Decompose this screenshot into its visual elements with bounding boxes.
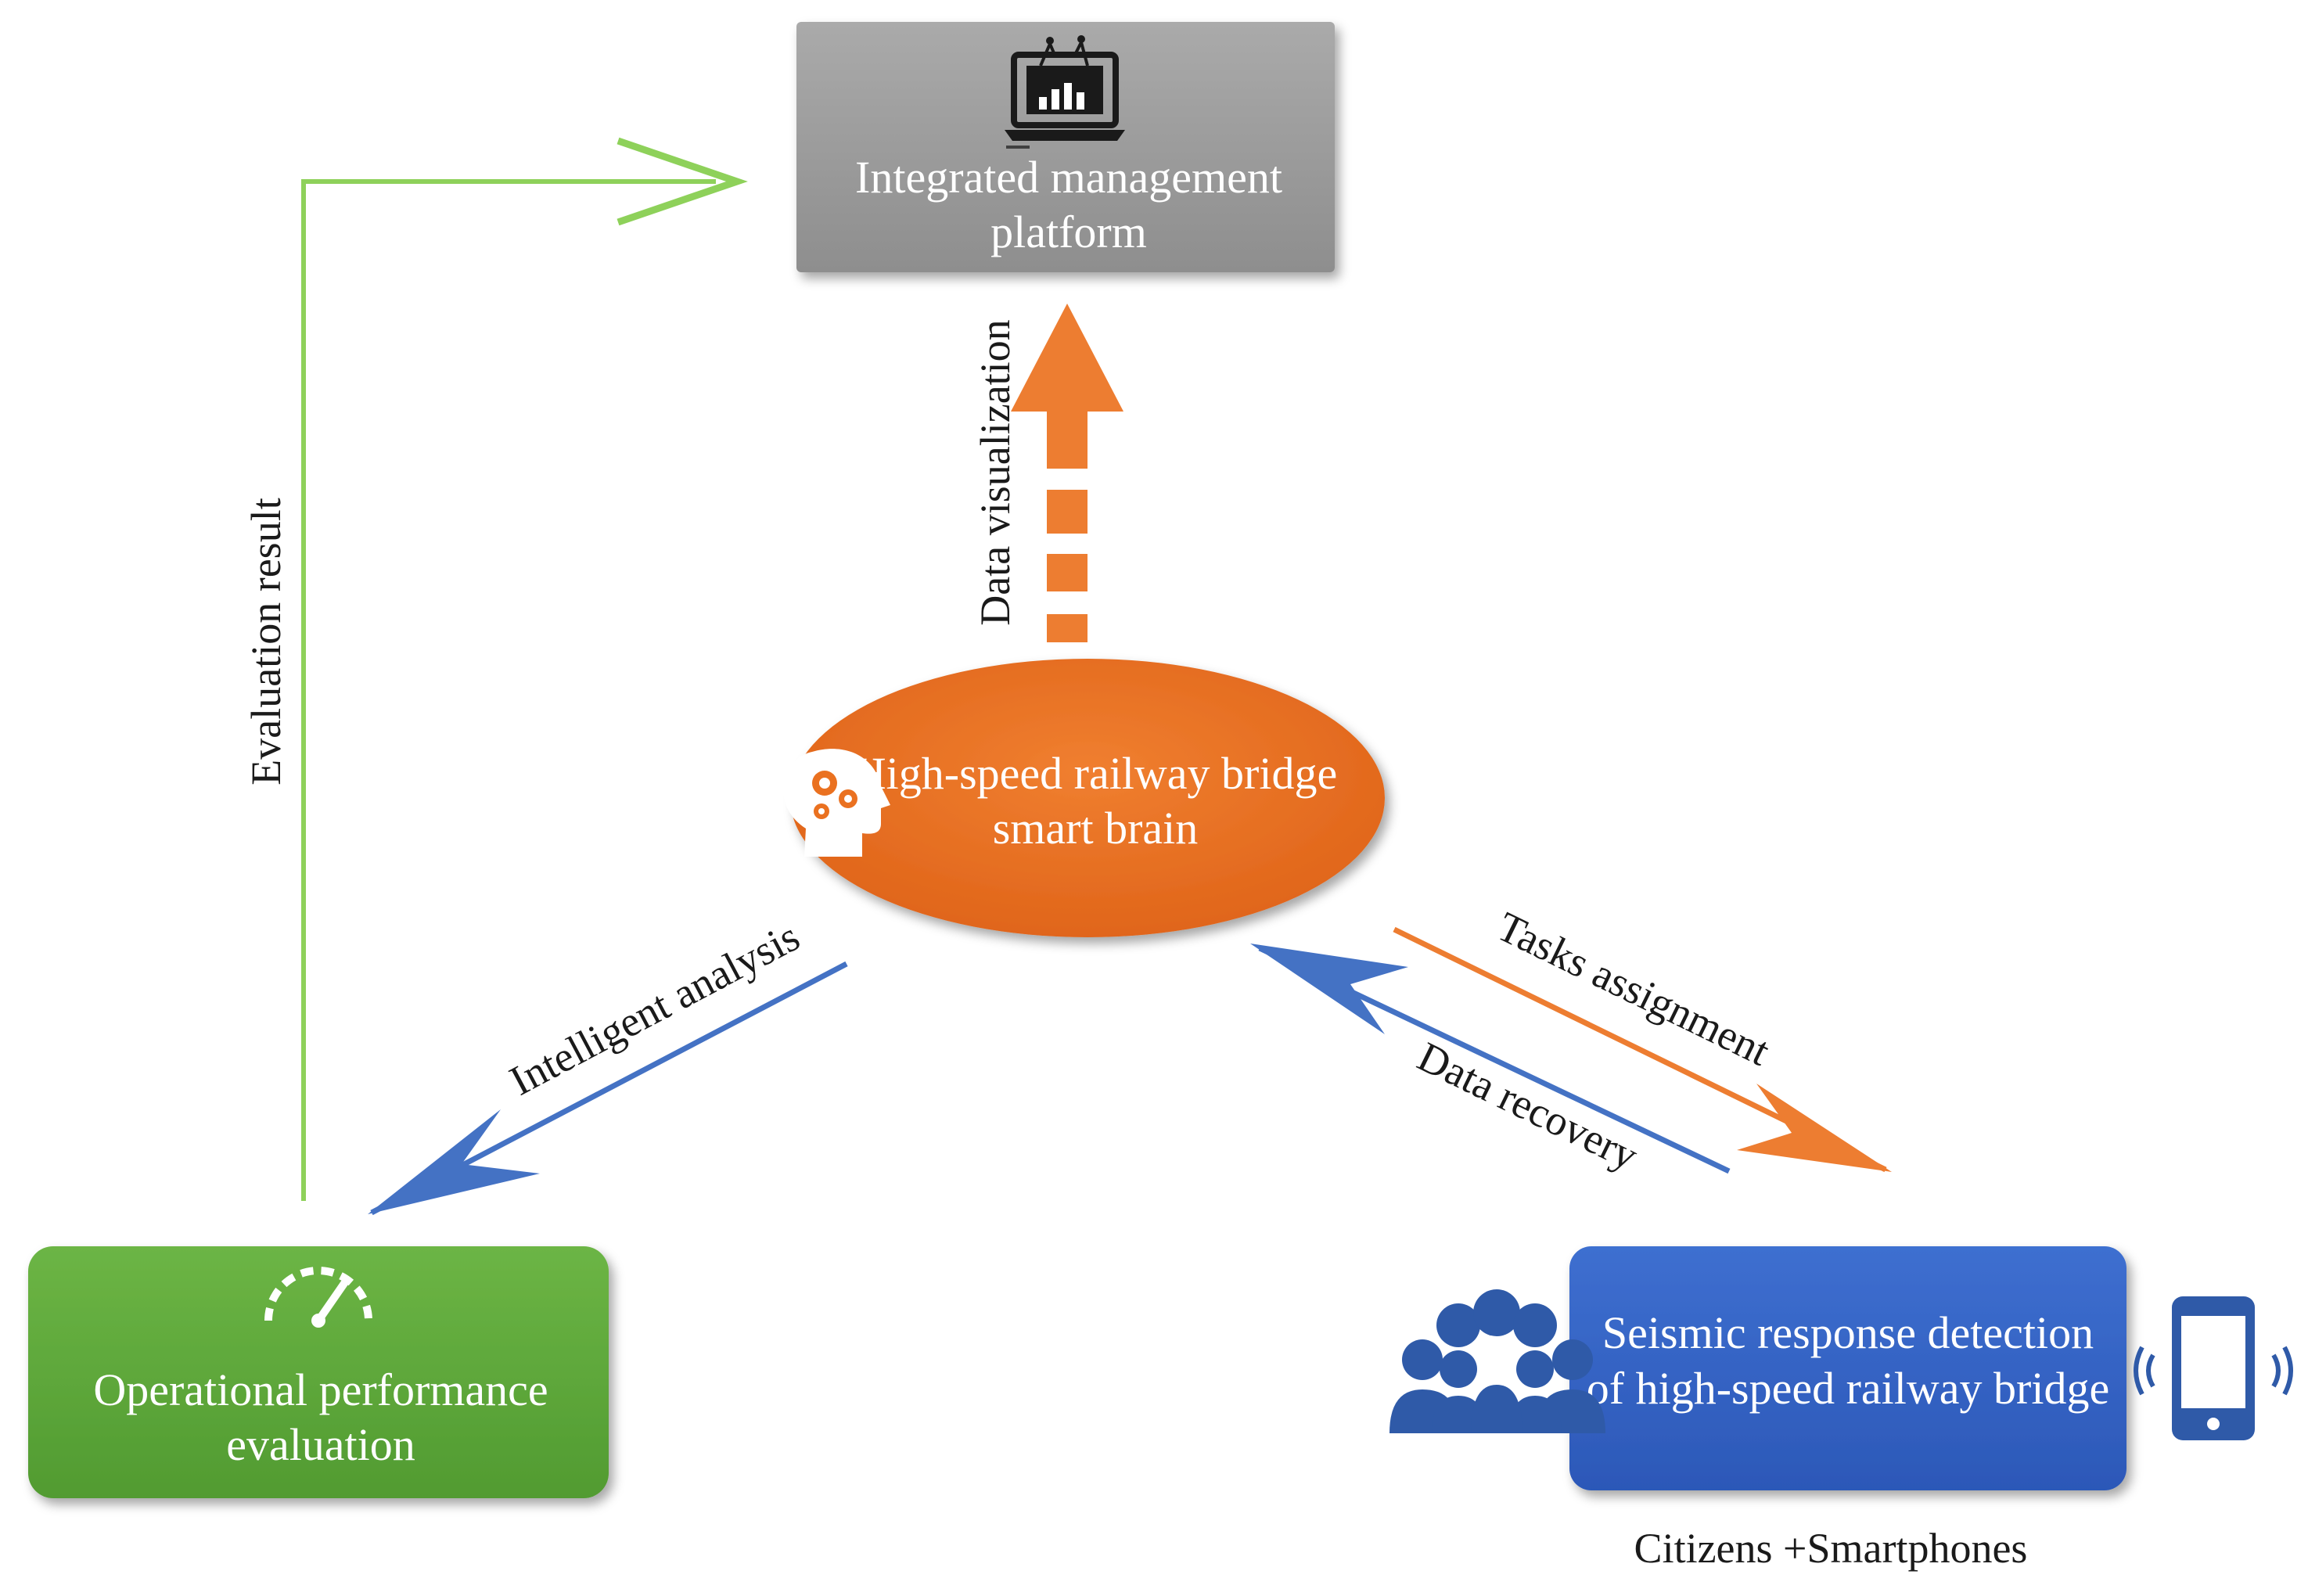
brain-title-line1: High-speed railway bridge [854,748,1337,799]
laptop-dashboard-icon [1005,35,1125,149]
platform-title-line2: platform [990,207,1147,257]
evaluation-result-label: Evaluation result [243,498,289,785]
seismic-title-line2: of high-speed railway bridge [1587,1363,2109,1414]
smartphone-icon [2134,1296,2293,1440]
speedometer-icon [264,1267,372,1328]
platform-title-line1: Integrated management [855,152,1282,203]
integrated-management-platform-node: Integrated management platform [796,22,1335,272]
smart-brain-node: High-speed railway bridge smart brain [783,659,1385,937]
seismic-title-line1: Seismic response detection [1602,1307,2094,1358]
seismic-detection-node: Seismic response detection of high-speed… [1569,1246,2126,1490]
evaluation-result-arrow [301,137,748,1201]
people-group-icon [1389,1289,1605,1433]
data-visualization-label: Data visualization [972,319,1019,625]
evaluation-title-line2: evaluation [226,1419,415,1470]
data-visualization-arrow [1011,304,1123,642]
brain-title-line2: smart brain [993,803,1199,854]
operational-evaluation-node: Operational performance evaluation [28,1246,609,1498]
data-recovery-label: Data recovery [1411,1033,1645,1179]
head-gears-icon [783,749,890,857]
data-recovery-arrow [1250,944,1731,1174]
evaluation-title-line1: Operational performance [93,1364,548,1415]
tasks-assignment-arrow [1393,926,1892,1173]
intelligent-analysis-arrow [368,961,848,1216]
citizens-smartphones-caption: Citizens +Smartphones [1634,1525,2028,1572]
